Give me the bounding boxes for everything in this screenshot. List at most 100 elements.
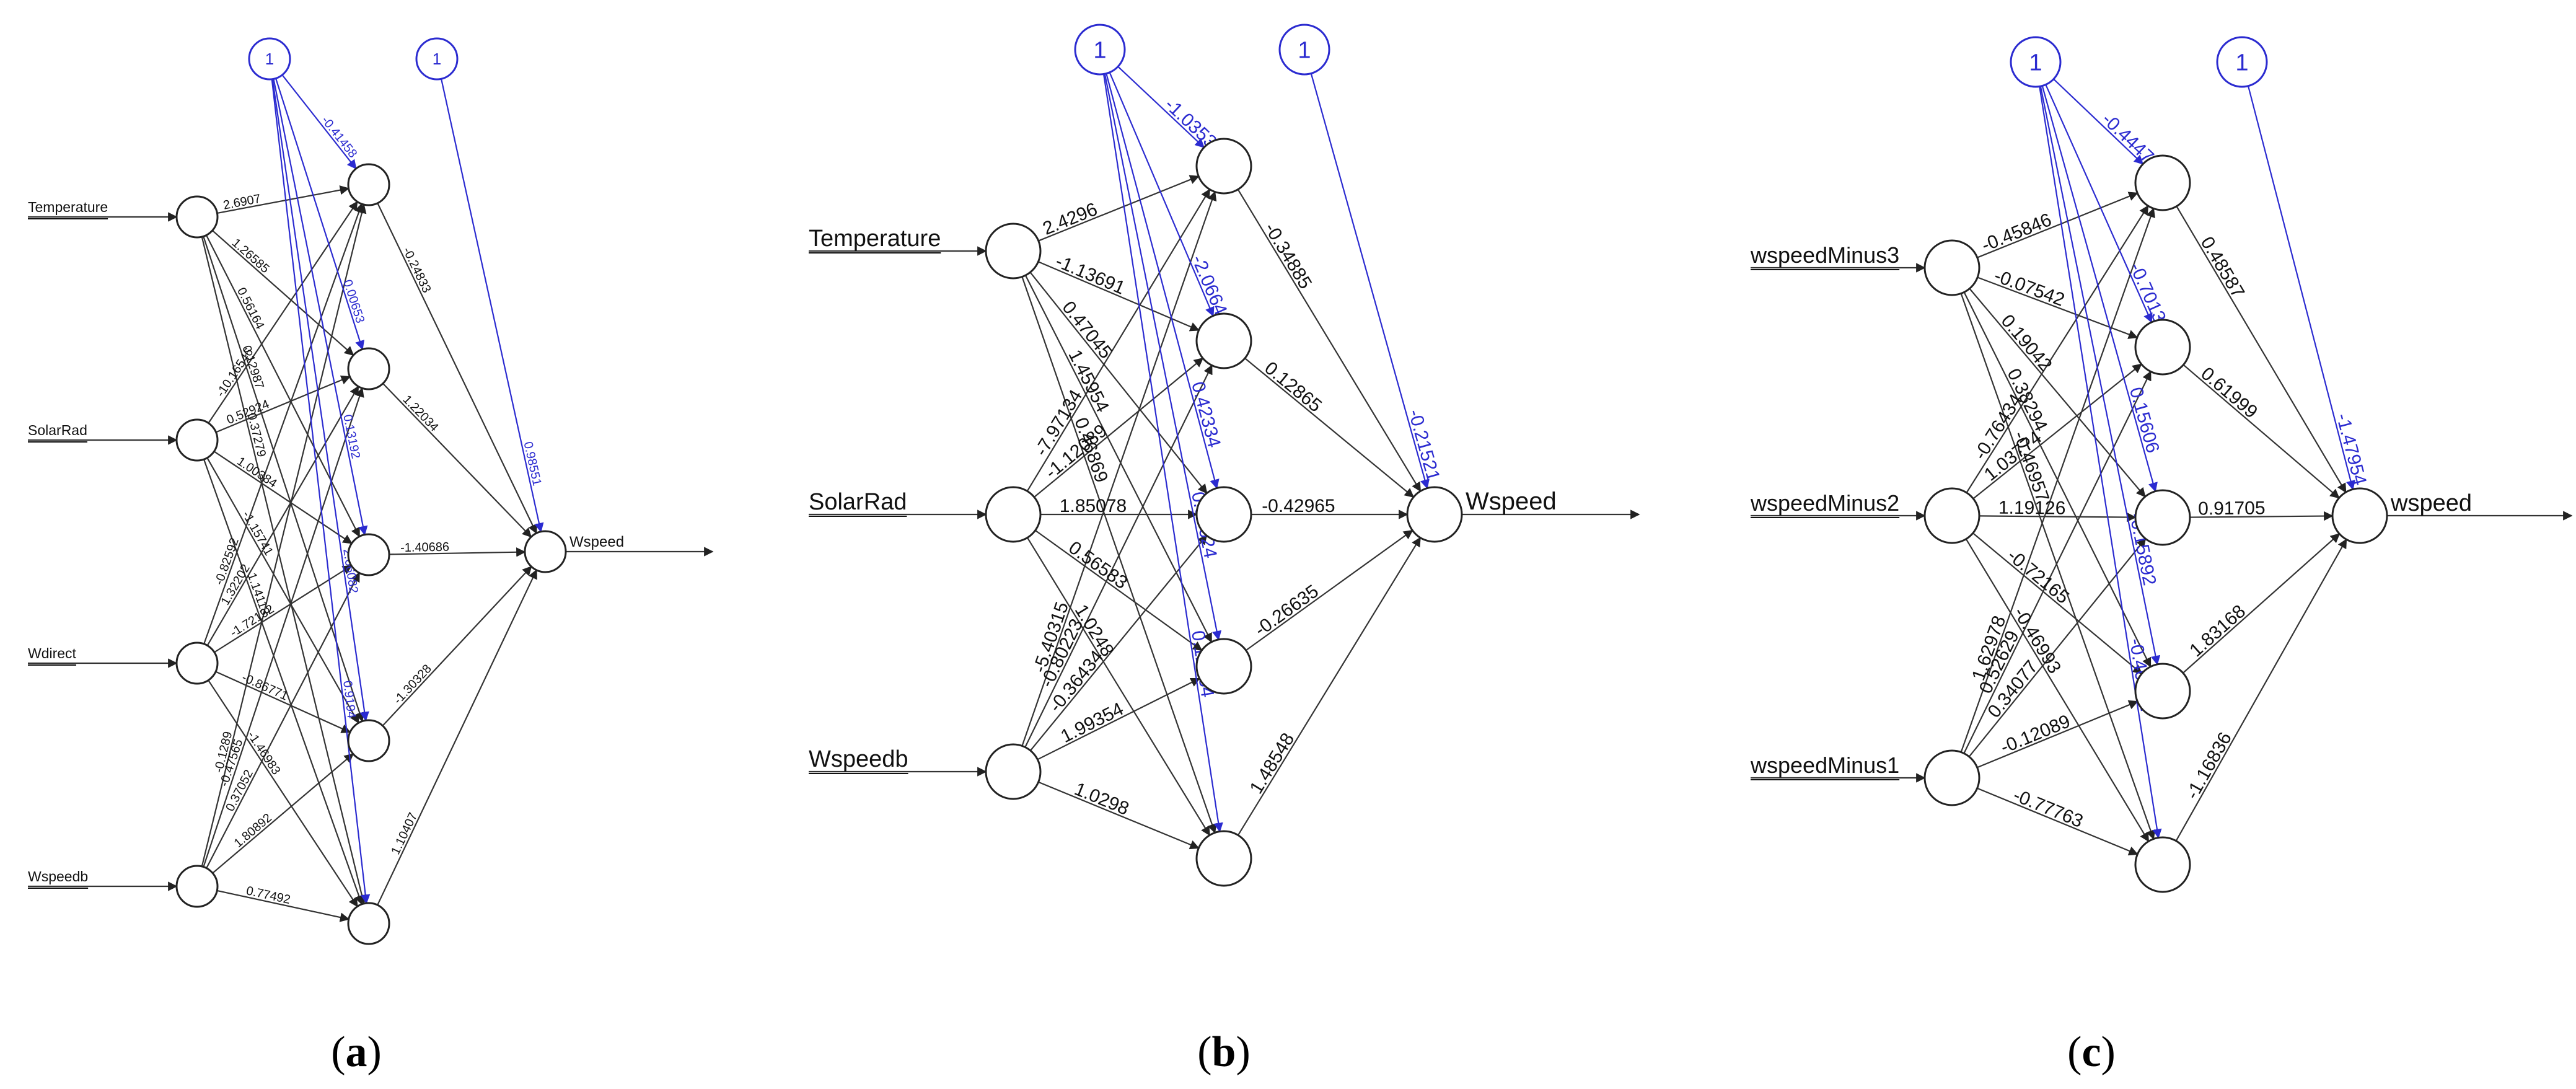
output-node — [2331, 487, 2388, 544]
edge-input-0-hidden-2 — [205, 234, 361, 537]
edge-input-2-hidden-0 — [203, 203, 364, 645]
hidden-node-0 — [1195, 138, 1252, 195]
weight-input-0-hidden-2: 0.19042 — [1997, 311, 2056, 375]
weight-input-2-hidden-3: -0.12089 — [1998, 711, 2073, 758]
input-node-1 — [1923, 487, 1980, 544]
input-label-0: Temperature — [809, 226, 941, 252]
bias-node-1 — [1278, 24, 1330, 76]
edge-bias-output — [1310, 73, 1430, 490]
weight-input-0-hidden-0: 2.6907 — [222, 192, 262, 213]
edge-bias-hidden-1 — [2045, 84, 2153, 324]
weight-input-2-hidden-4: 1.0298 — [1071, 778, 1132, 819]
edge-bias-hidden-4 — [1102, 74, 1223, 833]
edge-input-1-hidden-4 — [1965, 539, 2150, 842]
edge-bias-hidden-4 — [271, 79, 371, 904]
caption-b: (b) — [1197, 1028, 1251, 1076]
bias-node-0 — [248, 37, 291, 81]
input-label-1: SolarRad — [28, 422, 87, 438]
edge-input-2-hidden-1 — [1963, 371, 2152, 754]
edge-bias-hidden-0 — [2053, 78, 2144, 165]
weight-input-3-hidden-3: 1.80892 — [232, 811, 275, 850]
edge-input-0-hidden-2 — [1029, 271, 1208, 494]
input-node-2 — [985, 743, 1042, 800]
edge-input-0-hidden-1 — [211, 230, 354, 356]
weight-hidden-4-output: -1.16836 — [2182, 729, 2236, 803]
weight-hidden-1-output: 0.12865 — [1260, 358, 1325, 416]
edge-bias-hidden-2 — [1106, 73, 1220, 489]
weight-bias-hidden-2: 0.42334 — [1187, 379, 1224, 449]
hidden-node-1 — [1195, 312, 1252, 369]
bias-node-label-1: 1 — [433, 50, 441, 68]
hidden-node-2 — [347, 533, 390, 576]
edge-input-2-hidden-2 — [1030, 534, 1208, 751]
edge-bias-hidden-3 — [271, 79, 369, 721]
weight-input-3-hidden-4: 0.77492 — [245, 884, 291, 907]
edge-hidden-2-output — [2189, 511, 2334, 521]
input-node-1 — [985, 486, 1042, 543]
weight-input-2-hidden-4: -1.46983 — [245, 729, 283, 777]
weight-hidden-2-output: -1.40686 — [400, 540, 449, 555]
edges-c — [1751, 78, 2573, 856]
edge-input-1-hidden-0 — [208, 201, 358, 424]
edge-input-1-hidden-1 — [216, 375, 351, 433]
input-node-0 — [175, 195, 219, 239]
weight-input-1-hidden-2: 1.00384 — [234, 454, 279, 490]
caption-c: (c) — [2067, 1028, 2116, 1076]
edge-input-1-hidden-3 — [1035, 529, 1203, 651]
weight-input-2-hidden-4: -0.77763 — [2010, 785, 2086, 832]
caption-letter-b: b — [1212, 1028, 1236, 1076]
bias-node-0 — [2010, 36, 2062, 88]
input-label-2: Wspeedb — [809, 746, 908, 772]
network-panel-a: 2.69071.265850.561640.129870.37279-10.16… — [28, 37, 714, 945]
weight-input-0-hidden-1: -1.13691 — [1052, 251, 1128, 299]
weight-input-0-hidden-1: -0.07542 — [1992, 265, 2067, 311]
edge-input-3-hidden-0 — [201, 203, 367, 867]
weight-bias-hidden-2: 0.15606 — [2125, 385, 2163, 455]
weight-input-0-hidden-0: -0.45846 — [1979, 209, 2054, 256]
weight-bias-output: -1.47954 — [2332, 411, 2370, 487]
edge-input-1-hidden-2 — [1979, 512, 2137, 522]
weight-bias-hidden-2: 0.13192 — [340, 413, 363, 460]
weight-hidden-2-output: 0.91705 — [2198, 498, 2266, 519]
weight-hidden-0-output: 0.48587 — [2197, 233, 2249, 301]
edge-input-1-hidden-1 — [1034, 357, 1204, 498]
bias-node-label-1: 1 — [2235, 50, 2248, 76]
hidden-node-4 — [1195, 830, 1252, 887]
edge-hidden-1-output — [2183, 364, 2340, 499]
weight-input-2-hidden-3: -0.86771 — [240, 671, 290, 703]
input-label-2: wspeedMinus1 — [1750, 752, 1899, 778]
edge-input-0-hidden-4 — [1960, 293, 2155, 840]
output-node — [524, 530, 567, 573]
edge-hidden-2-output — [389, 547, 526, 557]
edge-input-2-hidden-3 — [1037, 677, 1201, 761]
hidden-node-2 — [1195, 486, 1252, 543]
bias-node-label-1: 1 — [1298, 37, 1311, 63]
edges-b — [809, 66, 1640, 850]
output-label: Wspeed — [1466, 488, 1557, 515]
bias-node-label-0: 1 — [2029, 50, 2042, 76]
output-label: Wspeed — [569, 534, 624, 550]
edge-bias-hidden-1 — [275, 78, 365, 351]
edge-hidden-0-output — [1237, 189, 1422, 492]
edge-bias-hidden-1 — [1109, 72, 1215, 317]
input-node-1 — [175, 418, 219, 462]
weight-input-0-hidden-2: 0.47045 — [1058, 298, 1116, 363]
edge-bias-output — [441, 78, 544, 533]
weight-bias-hidden-4: 0.9194 — [340, 680, 358, 719]
weight-hidden-2-output: -0.42965 — [1262, 496, 1335, 516]
edge-input-1-hidden-0 — [1026, 188, 1211, 492]
hidden-node-3 — [347, 719, 390, 762]
caption-letter-c: c — [2081, 1028, 2101, 1076]
edge-input-0-hidden-0 — [217, 185, 350, 214]
edge-input-2-hidden-0 — [1021, 191, 1217, 746]
edge-input-0-hidden-3 — [1024, 275, 1213, 643]
edge-input-2-hidden-2 — [214, 565, 353, 653]
edge-input-2-hidden-1 — [206, 386, 359, 646]
weight-hidden-3-output: 1.83168 — [2186, 601, 2249, 661]
weight-hidden-4-output: 1.48548 — [1246, 730, 1299, 798]
edge-bias-hidden-2 — [273, 79, 368, 536]
edge-input-0-hidden-1 — [1977, 276, 2139, 339]
input-label-0: wspeedMinus3 — [1750, 242, 1899, 268]
edge-input-0-hidden-0 — [1977, 192, 2139, 258]
